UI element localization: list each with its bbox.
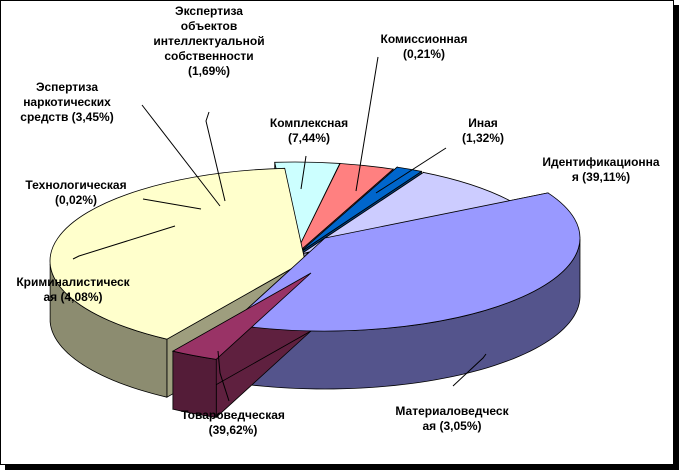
slice-intel: [298, 166, 423, 254]
label-mater-line: ая (3,05%): [422, 419, 481, 433]
leader-inaya: [375, 147, 447, 194]
label-narko-line: Эспертиза: [36, 80, 98, 94]
label-tehno: Технологическая(0,02%): [25, 178, 126, 207]
label-narko-line: наркотических: [23, 95, 111, 109]
label-kompl: Комплексная(7,44%): [270, 116, 348, 145]
leader-komis: [355, 56, 379, 192]
label-komis-line: (0,21%): [403, 47, 445, 61]
slice-tovar: [49, 167, 306, 340]
label-intel-line: интеллектуальной: [153, 34, 264, 48]
label-krim-line: ая (4,08%): [43, 290, 102, 304]
leader-tehno: [142, 198, 202, 210]
leader-lines: [72, 56, 487, 402]
leader-krim: [72, 225, 176, 260]
label-intel-line: объектов: [181, 19, 237, 33]
leader-mater: [452, 353, 487, 387]
slice-tops: [49, 161, 581, 360]
leader-kompl: [300, 155, 307, 190]
label-krim-line: Криминалистическ: [16, 275, 130, 289]
leader-intel: [205, 111, 226, 202]
label-ident-line: я (39,11%): [572, 170, 630, 184]
slice-mater: [171, 272, 312, 360]
label-intel-line: собственности: [164, 49, 253, 63]
label-mater-line: Материаловедческ: [395, 404, 509, 418]
label-tovar-line: Товароведческая: [181, 408, 285, 422]
label-inaya-line: Иная: [468, 116, 498, 130]
label-intel-line: (1,69%): [188, 64, 230, 78]
slice-narko: [294, 163, 394, 256]
label-inaya: Иная(1,32%): [462, 116, 504, 145]
label-tehno-line: (0,02%): [55, 193, 97, 207]
label-tehno-line: Технологическая: [25, 178, 126, 192]
label-ident-line: Идентификационна: [542, 155, 660, 169]
label-narko-line: средств (3,45%): [20, 110, 113, 124]
label-tovar-line: (39,62%): [209, 423, 258, 437]
label-komis-line: Комиссионная: [381, 32, 468, 46]
label-tovar: Товароведческая(39,62%): [181, 408, 285, 437]
slice-ident: [229, 192, 581, 332]
label-inaya-line: (1,32%): [462, 131, 504, 145]
leader-tovar: [217, 350, 230, 402]
label-intel-line: Экспертиза: [175, 4, 243, 18]
label-komis: Комиссионная(0,21%): [381, 32, 468, 61]
label-kompl-line: Комплексная: [270, 116, 348, 130]
leader-narko: [141, 104, 221, 207]
label-kompl-line: (7,44%): [288, 131, 330, 145]
